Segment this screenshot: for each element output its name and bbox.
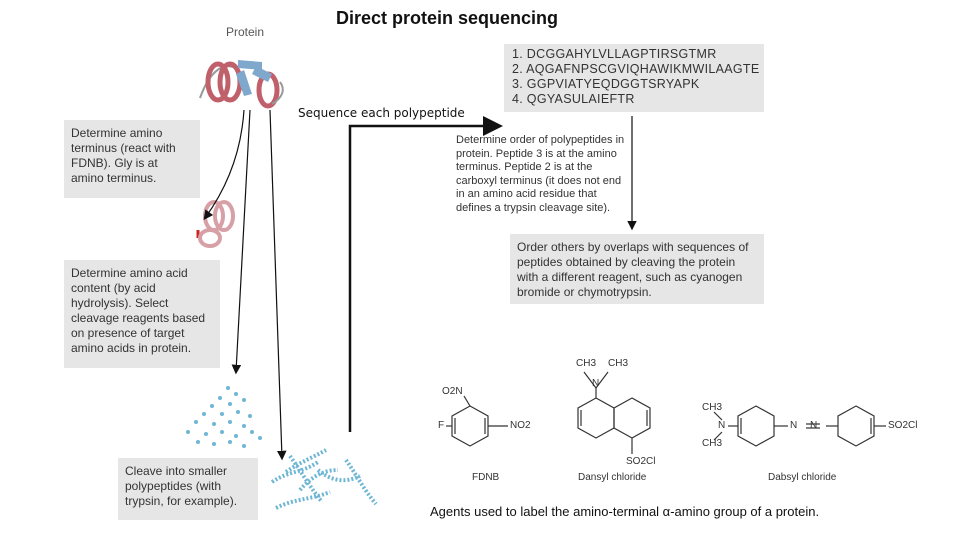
dabsyl-so2cl-label: SO2Cl [888, 420, 918, 431]
fdnb-name-label: FDNB [472, 472, 500, 483]
sequence-line: 4. QGYASULAIEFTR [512, 92, 635, 106]
dansyl-n-label: N [592, 378, 600, 389]
fdnb-o2n-label: O2N [442, 386, 463, 397]
protein-ribbon-icon [199, 60, 284, 109]
dansyl-name-label: Dansyl chloride [578, 472, 647, 483]
peptide-fragments-icon [270, 448, 378, 510]
protein-label: Protein [226, 25, 265, 39]
sequence-line: 3. GGPVIATYEQDGGTSRYAPK [512, 77, 700, 91]
dansyl-structure [577, 371, 651, 454]
sequence-list: 1. DCGGAHYLVLLAGPTIRSGTMR 2. AQGAFNPSCGV… [504, 44, 764, 112]
arrow-to-sequencing [348, 116, 503, 432]
fdnb-f-label: F [438, 420, 445, 431]
dabsyl-azo-n2-label: N [810, 420, 818, 431]
step-order-text: Determine order of polypeptides in prote… [456, 134, 625, 214]
step-terminus-text: Determine amino terminus (react with FDN… [71, 126, 176, 185]
labeled-protein-icon [196, 200, 235, 248]
dabsyl-ch3-top-label: CH3 [702, 402, 723, 413]
dabsyl-structure [713, 405, 886, 447]
arrow-to-hydrolysis [231, 109, 251, 375]
page-title: Direct protein sequencing [336, 8, 559, 28]
dabsyl-n-label: N [718, 420, 726, 431]
step-terminus-box: Determine amino terminus (react with FDN… [64, 120, 200, 198]
dansyl-so2cl-label: SO2Cl [626, 456, 656, 467]
dansyl-ch3-left-label: CH3 [576, 358, 597, 369]
step-content-box: Determine amino acid content (by acid hy… [64, 260, 220, 368]
arrow-to-cleavage [269, 109, 287, 461]
dabsyl-ch3-bottom-label: CH3 [702, 438, 723, 449]
arrow-to-terminus [203, 109, 245, 220]
step-cleave-box: Cleave into smaller polypeptides (with t… [118, 458, 258, 520]
dansyl-ch3-right-label: CH3 [608, 358, 629, 369]
step-overlap-text: Order others by overlaps with sequences … [517, 240, 749, 299]
step-cleave-text: Cleave into smaller polypeptides (with t… [125, 464, 238, 508]
dabsyl-azo-n1-label: N [790, 420, 798, 431]
step-overlap-box: Order others by overlaps with sequences … [510, 234, 764, 304]
figure-caption: Agents used to label the amino-terminal … [430, 504, 820, 519]
fdnb-structure [446, 395, 508, 447]
amino-acid-dots-icon [186, 386, 262, 448]
sequence-line: 1. DCGGAHYLVLLAGPTIRSGTMR [512, 47, 717, 61]
sequence-caption: Sequence each polypeptide [298, 106, 465, 120]
dabsyl-name-label: Dabsyl chloride [768, 472, 837, 483]
sequence-line: 2. AQGAFNPSCGVIQHAWIKMWILAAGTE [512, 62, 760, 76]
step-content-text: Determine amino acid content (by acid hy… [71, 266, 206, 355]
fdnb-no2-label: NO2 [510, 420, 531, 431]
